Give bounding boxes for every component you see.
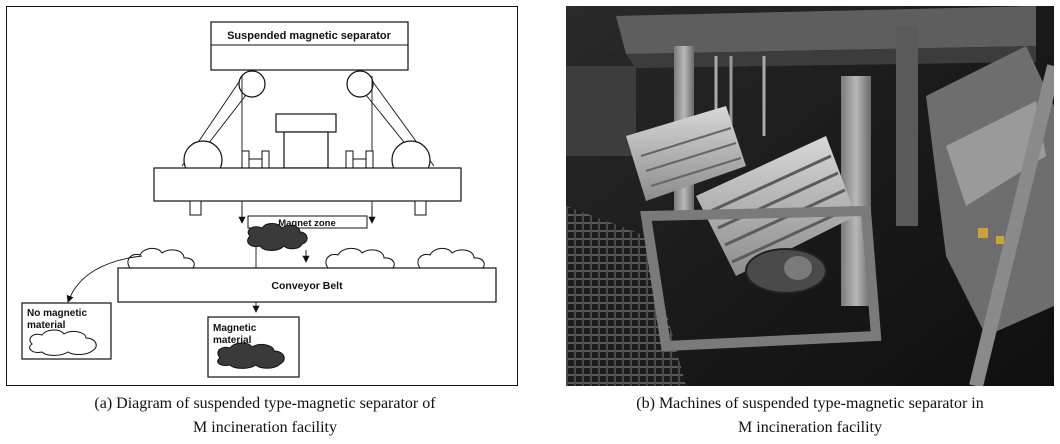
diagonal-pipe	[969, 64, 1054, 386]
caption-a-line2: M incineration facility	[193, 419, 337, 436]
magnetic-label-2: material	[213, 335, 252, 346]
right-foot	[414, 200, 427, 216]
back-wall	[566, 66, 636, 156]
overhead-beam	[616, 6, 1036, 54]
non-magnetic-arrow	[66, 255, 143, 303]
caption-b-line2: M incineration facility	[738, 419, 882, 436]
separator-box: Suspended magnetic separator	[210, 21, 409, 71]
right-post	[896, 26, 918, 226]
no-magnetic-label-1: No magnetic	[27, 308, 87, 319]
no-magnetic-box: No magnetic material	[21, 302, 112, 360]
main-frame	[153, 167, 462, 202]
floor-grating	[566, 206, 686, 386]
top-right-pulley	[346, 70, 374, 98]
machine-photo	[566, 6, 1054, 386]
lower-frame	[640, 205, 882, 352]
no-magnetic-label-2: material	[27, 320, 66, 331]
belt-material-clouds	[127, 247, 485, 271]
top-left-pulley	[238, 70, 266, 98]
conveyor-belt: Conveyor Belt	[117, 267, 497, 303]
caption-a: (a) Diagram of suspended type-magnetic s…	[30, 392, 500, 440]
rear-magnet-unit	[626, 106, 746, 201]
separator-diagram: Suspended magnetic separator	[6, 6, 518, 386]
caption-b-line1: (b) Machines of suspended type-magnetic …	[636, 395, 984, 412]
left-foot	[189, 200, 202, 216]
magnet-block	[275, 113, 337, 169]
separator-label: Suspended magnetic separator	[227, 30, 392, 42]
machine-photo-illustration	[566, 6, 1054, 386]
conveyor-label: Conveyor Belt	[271, 280, 343, 292]
magnetic-cloud	[217, 342, 285, 369]
no-magnetic-cloud	[29, 329, 97, 356]
magnetic-label-1: Magnetic	[213, 323, 257, 334]
captured-material-cloud	[247, 223, 308, 251]
diagram-panel: Suspended magnetic separator	[6, 6, 518, 386]
caption-a-line1: (a) Diagram of suspended type-magnetic s…	[94, 395, 436, 412]
caption-b: (b) Machines of suspended type-magnetic …	[580, 392, 1040, 440]
magnet-zone-label: Magnet zone	[278, 218, 336, 229]
magnetic-material-box: Magnetic material	[207, 316, 300, 378]
